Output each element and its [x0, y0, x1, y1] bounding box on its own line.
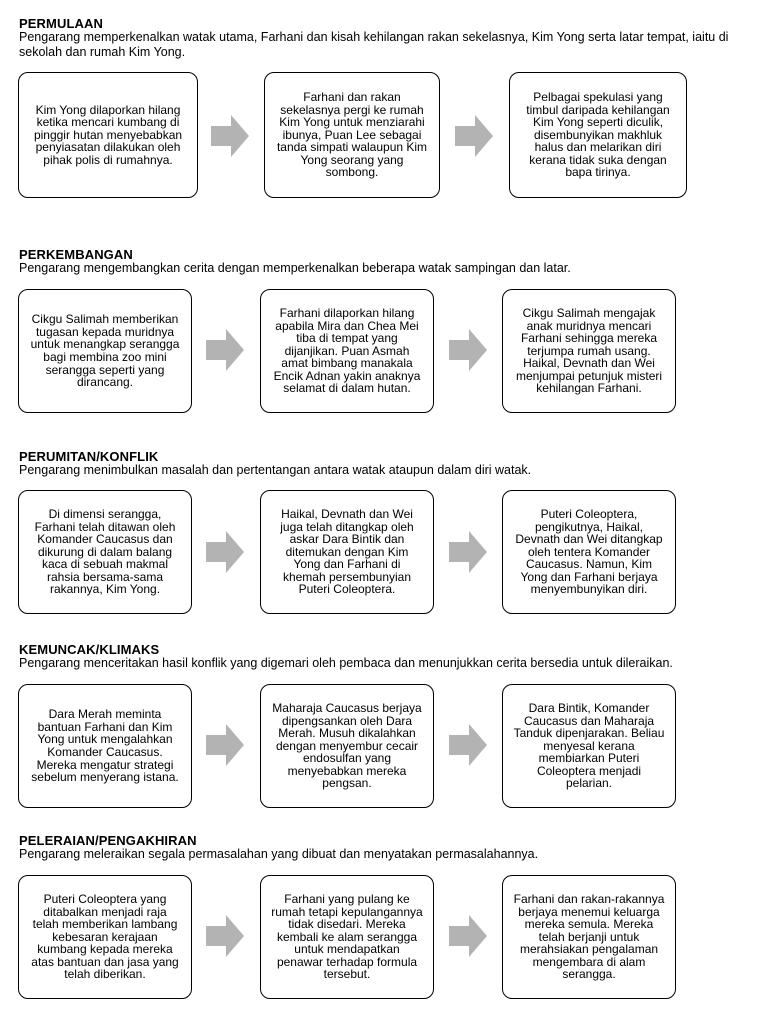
right-arrow-icon: [449, 724, 487, 766]
section-description: Pengarang menimbulkan masalah dan perten…: [19, 463, 532, 477]
flow-box-1: Cikgu Salimah memberikan tugasan kepada …: [18, 289, 192, 413]
right-arrow-icon: [449, 329, 487, 371]
flow-box-3: Farhani dan rakan-rakannya berjaya menem…: [502, 875, 676, 999]
section-heading: PERUMITAN/KONFLIK: [19, 449, 159, 464]
right-arrow-icon: [206, 915, 244, 957]
flow-box-2: Farhani yang pulang ke rumah tetapi kepu…: [260, 875, 434, 999]
section-description: Pengarang mengembangkan cerita dengan me…: [19, 261, 571, 275]
section-perumitan-konflik: PERUMITAN/KONFLIK Pengarang menimbulkan …: [0, 449, 768, 619]
right-arrow-icon: [206, 329, 244, 371]
section-permulaan: PERMULAAN Pengarang memperkenalkan watak…: [0, 16, 768, 198]
flow-box-3: Puteri Coleoptera, pengikutnya, Haikal, …: [502, 490, 676, 614]
section-perkembangan: PERKEMBANGAN Pengarang mengembangkan cer…: [0, 247, 768, 417]
right-arrow-icon: [211, 115, 249, 157]
section-heading: KEMUNCAK/KLIMAKS: [19, 642, 160, 657]
section-heading: PELERAIAN/PENGAKHIRAN: [19, 833, 197, 848]
right-arrow-icon: [206, 724, 244, 766]
flow-box-3: Pelbagai spekulasi yang timbul daripada …: [509, 72, 687, 198]
section-description: Pengarang meleraikan segala permasalahan…: [19, 847, 539, 861]
section-heading: PERMULAAN: [19, 16, 103, 31]
right-arrow-icon: [449, 531, 487, 573]
section-description: Pengarang memperkenalkan watak utama, Fa…: [19, 30, 729, 59]
flow-box-1: Di dimensi serangga, Farhani telah ditaw…: [18, 490, 192, 614]
flow-box-2: Farhani dan rakan sekelasnya pergi ke ru…: [264, 72, 440, 198]
flow-box-2: Farhani dilaporkan hilang apabila Mira d…: [260, 289, 434, 413]
flow-box-2: Maharaja Caucasus berjaya dipengsankan o…: [260, 684, 434, 808]
flow-box-1: Kim Yong dilaporkan hilang ketika mencar…: [18, 72, 198, 198]
right-arrow-icon: [455, 115, 493, 157]
flow-box-3: Dara Bintik, Komander Caucasus dan Mahar…: [502, 684, 676, 808]
section-kemuncak-klimaks: KEMUNCAK/KLIMAKS Pengarang menceritakan …: [0, 642, 768, 812]
section-description: Pengarang menceritakan hasil konflik yan…: [19, 656, 673, 670]
section-peleraian-pengakhiran: PELERAIAN/PENGAKHIRAN Pengarang meleraik…: [0, 833, 768, 1003]
section-heading: PERKEMBANGAN: [19, 247, 133, 262]
flow-box-3: Cikgu Salimah mengajak anak muridnya men…: [502, 289, 676, 413]
right-arrow-icon: [449, 915, 487, 957]
flow-box-1: Dara Merah meminta bantuan Farhani dan K…: [18, 684, 192, 808]
flow-box-1: Puteri Coleoptera yang ditabalkan menjad…: [18, 875, 192, 999]
flow-box-2: Haikal, Devnath dan Wei juga telah ditan…: [260, 490, 434, 614]
right-arrow-icon: [206, 531, 244, 573]
